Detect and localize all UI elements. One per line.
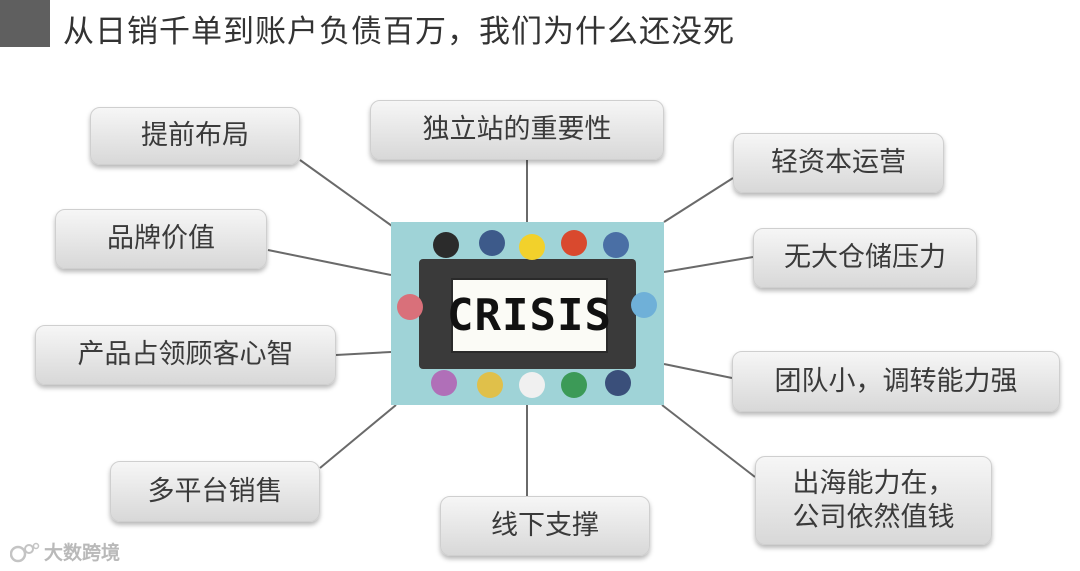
node-overseas-line1: 出海能力在， bbox=[792, 467, 955, 499]
connector-advance-layout bbox=[299, 159, 393, 227]
connector-mind-share bbox=[335, 351, 392, 356]
node-overseas: 出海能力在， 公司依然值钱 bbox=[755, 456, 992, 545]
person-figure bbox=[433, 232, 459, 258]
person-figure bbox=[605, 370, 631, 396]
node-light-asset: 轻资本运营 bbox=[733, 133, 944, 193]
node-brand-value: 品牌价值 bbox=[55, 209, 267, 269]
watermark-text: 大数跨境 bbox=[44, 542, 121, 564]
node-overseas-line2: 公司依然值钱 bbox=[792, 501, 955, 533]
person-figure bbox=[477, 372, 503, 398]
node-multi-platform: 多平台销售 bbox=[110, 461, 320, 522]
node-no-warehouse: 无大仓储压力 bbox=[753, 228, 977, 288]
node-offline-support: 线下支撑 bbox=[440, 496, 650, 556]
person-figure bbox=[519, 234, 545, 260]
crisis-image: CRISIS bbox=[391, 222, 664, 405]
person-figure bbox=[631, 292, 657, 318]
crisis-label: CRISIS bbox=[447, 290, 612, 341]
node-independent-site: 独立站的重要性 bbox=[370, 100, 664, 160]
connector-multi-platform bbox=[319, 404, 397, 469]
page-title: 从日销千单到账户负债百万，我们为什么还没死 bbox=[63, 14, 735, 50]
person-figure bbox=[561, 372, 587, 398]
watermark-logo-icon bbox=[10, 542, 40, 562]
watermark: 大数跨境 bbox=[10, 538, 120, 565]
connector-brand-value bbox=[267, 249, 392, 276]
connector-small-team bbox=[663, 363, 733, 379]
person-figure bbox=[561, 230, 587, 256]
person-figure bbox=[479, 230, 505, 256]
title-marker bbox=[0, 0, 50, 47]
person-figure bbox=[519, 372, 545, 398]
person-figure bbox=[397, 294, 423, 320]
crisis-card: CRISIS bbox=[447, 278, 611, 353]
connector-overseas bbox=[661, 404, 756, 478]
connector-no-warehouse bbox=[663, 256, 754, 273]
node-small-team: 团队小，调转能力强 bbox=[732, 351, 1060, 412]
connector-light-asset bbox=[663, 177, 734, 223]
person-figure bbox=[603, 232, 629, 258]
person-figure bbox=[431, 370, 457, 396]
node-advance-layout: 提前布局 bbox=[90, 107, 300, 165]
node-mind-share: 产品占领顾客心智 bbox=[35, 325, 336, 385]
